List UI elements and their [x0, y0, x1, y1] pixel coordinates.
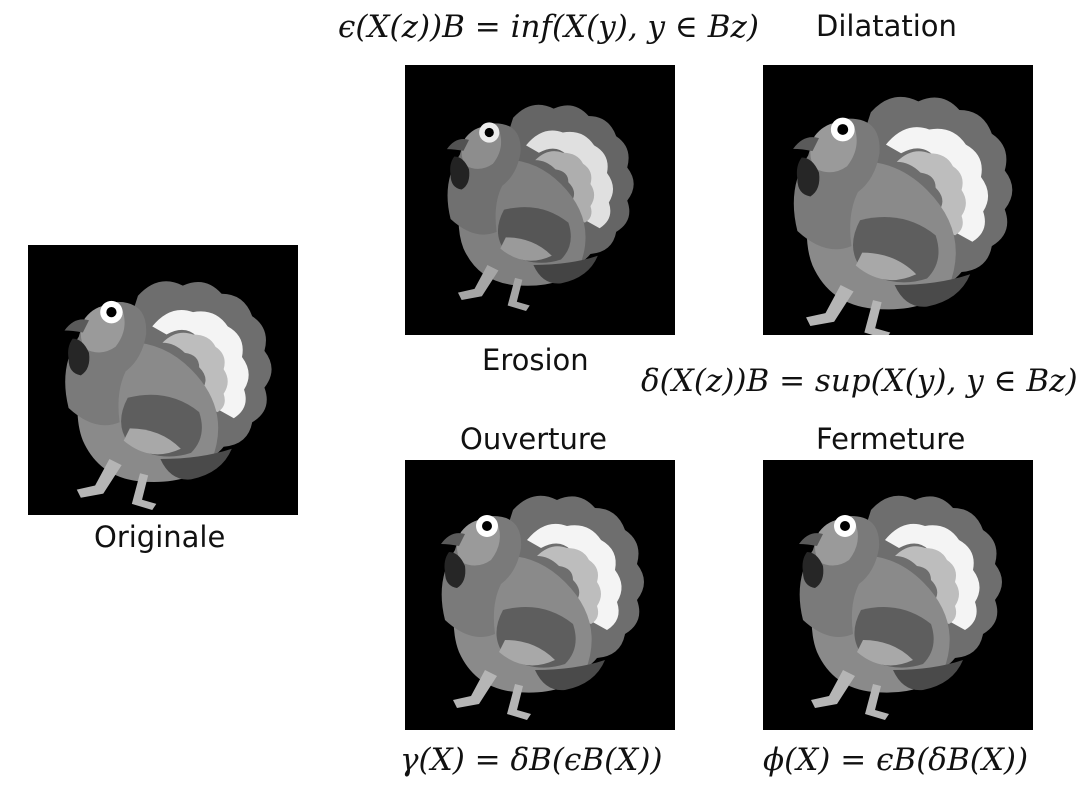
panel-erosion	[405, 65, 675, 335]
formula-dilatation: δ(X(z))B = sup(X(y), y ∈ Bz)	[641, 363, 1078, 399]
turkey-image-ouverture	[441, 495, 644, 720]
formula-fermeture: ϕ(X) = ϵB(δB(X))	[763, 742, 1029, 778]
panel-ouverture	[405, 460, 675, 730]
label-fermeture: Fermeture	[816, 422, 966, 456]
panel-originale	[28, 245, 298, 515]
label-erosion: Erosion	[482, 343, 589, 377]
formula-ouverture: γ(X) = δB(ϵB(X))	[400, 742, 663, 778]
panel-fermeture	[763, 460, 1033, 730]
turkey-image-dilatation	[793, 96, 1013, 335]
label-ouverture: Ouverture	[460, 422, 608, 456]
turkey-image-fermeture	[799, 495, 1002, 720]
turkey-image-erosion	[446, 104, 634, 312]
panel-dilatation	[763, 65, 1033, 335]
label-dilatation: Dilatation	[816, 9, 957, 43]
label-originale: Originale	[94, 520, 226, 554]
formula-erosion: ϵ(X(z))B = inf(X(y), y ∈ Bz)	[338, 9, 759, 45]
turkey-image-originale	[64, 281, 272, 510]
